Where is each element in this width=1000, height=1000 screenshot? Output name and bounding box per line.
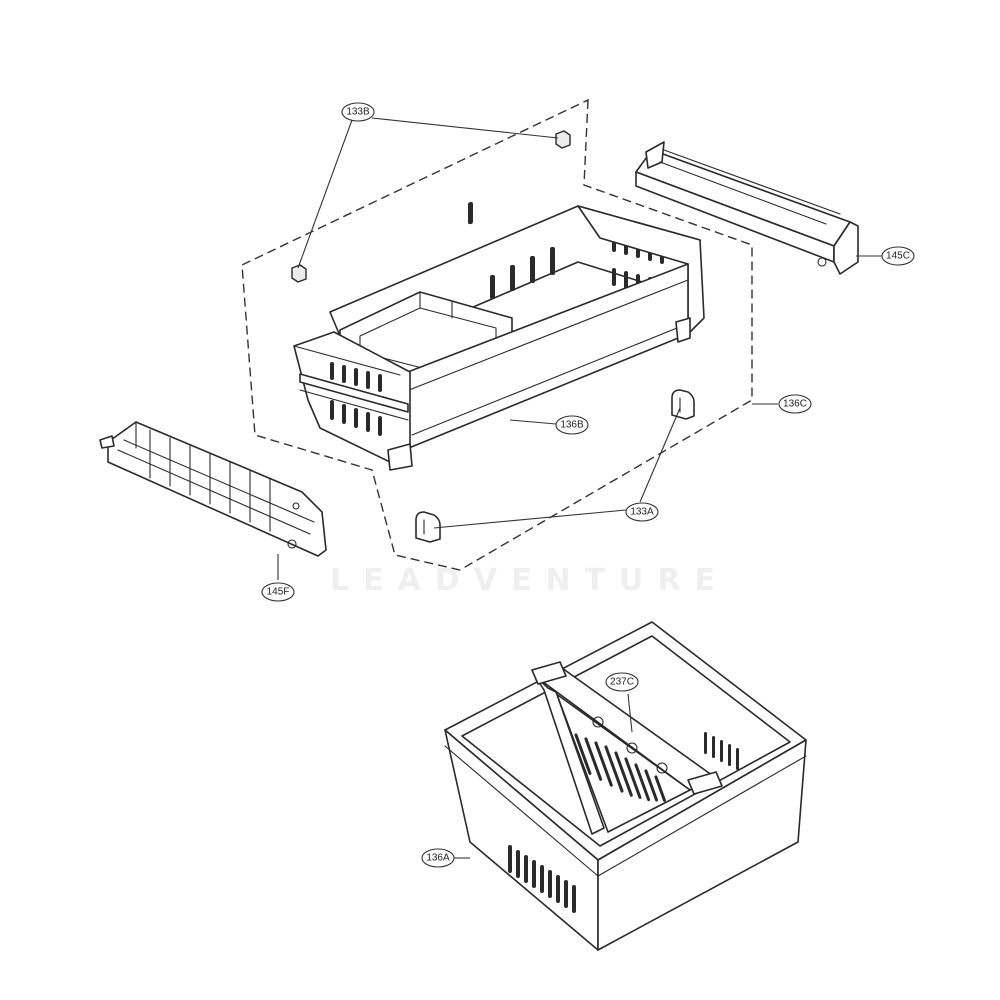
callout-145C-label: 145C [886,251,910,262]
callout-133B: 133B [341,102,375,122]
callout-145F: 145F [261,582,295,602]
clip-133A-left [415,511,441,543]
callout-136B-label: 136B [560,420,584,431]
rail-145F [99,421,327,557]
rail-145C [635,141,859,275]
watermark-text: LEADVENTURE [330,563,729,598]
callout-133A-label: 133A [630,507,654,518]
callout-145F-label: 145F [267,587,290,598]
callout-136C: 136C [778,394,812,414]
lower-bin-vents [508,732,739,913]
assembly-boundary-136C [241,98,753,571]
callout-133B-label: 133B [346,107,370,118]
callout-136A-label: 136A [426,853,450,864]
leader-lines [277,117,884,859]
clip-133B-upper [555,130,571,149]
callout-145C: 145C [881,246,915,266]
divider-237C [531,661,723,835]
clip-133A-right [671,389,695,420]
callout-237C: 237C [605,672,639,692]
callout-136C-label: 136C [783,399,807,410]
callout-133A: 133A [625,502,659,522]
callout-136B: 136B [555,415,589,435]
clip-133B-lower [291,264,307,283]
upper-drawer-136B [293,201,705,471]
callout-136A: 136A [421,848,455,868]
callout-237C-label: 237C [610,677,634,688]
